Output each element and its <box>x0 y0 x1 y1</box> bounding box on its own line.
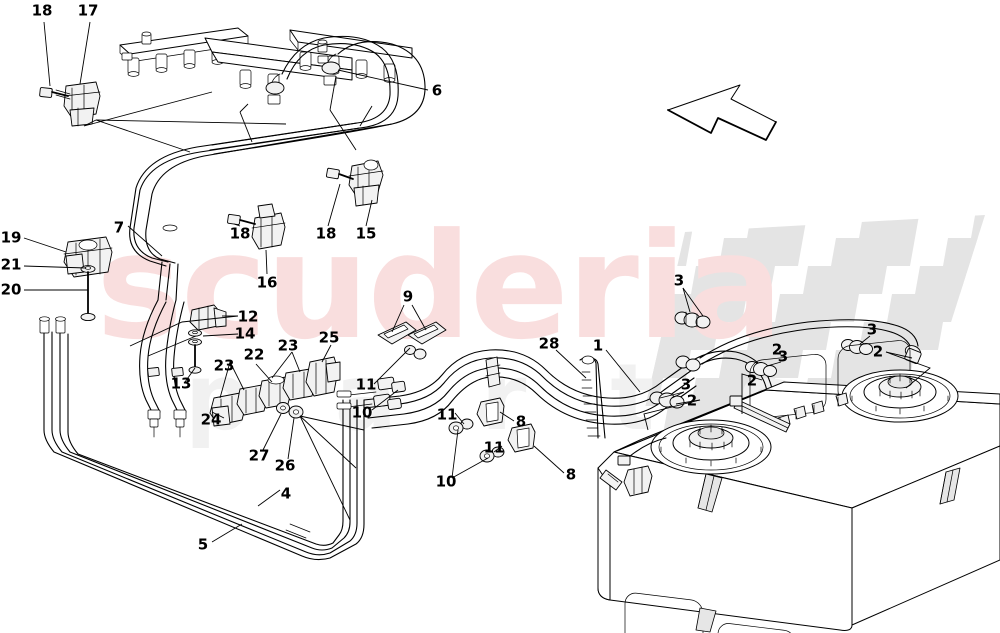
bolt-20 <box>80 271 96 322</box>
callout-number-3: 3 <box>777 347 789 366</box>
fuel-rail-right <box>204 29 413 93</box>
tank-outlet-fitting <box>599 437 667 497</box>
long-fuel-pipes <box>39 316 365 561</box>
bolt-18-center <box>227 213 256 226</box>
callout-number-8: 8 <box>565 465 577 484</box>
callout-number-18: 18 <box>315 224 337 243</box>
quick-connector-3-a <box>674 311 711 329</box>
callout-number-23: 23 <box>277 336 299 355</box>
fuel-tank <box>597 340 1000 633</box>
callout-number-17: 17 <box>77 1 99 20</box>
bolt-18-right <box>326 167 354 180</box>
quick-connector-3-c <box>745 361 777 377</box>
callout-number-3: 3 <box>673 271 685 290</box>
callout-number-13: 13 <box>170 374 192 393</box>
callout-leader-lines <box>23 21 931 543</box>
callout-number-8: 8 <box>515 412 527 431</box>
callout-number-3: 3 <box>680 375 692 394</box>
callout-number-19: 19 <box>0 228 22 247</box>
clamp-assembly-15 <box>326 159 384 207</box>
callout-number-2: 2 <box>746 371 758 390</box>
clamp-assembly-16 <box>227 203 286 250</box>
pipe-bracket-8-lower <box>479 423 536 463</box>
corrugated-hose-28 <box>579 355 606 439</box>
callout-number-23: 23 <box>213 356 235 375</box>
callout-number-1: 1 <box>592 336 604 355</box>
callout-number-10: 10 <box>435 472 457 491</box>
callout-number-22: 22 <box>243 345 265 364</box>
retainer-clip-9-right <box>407 321 447 345</box>
callout-number-11: 11 <box>436 405 458 424</box>
callout-number-18: 18 <box>31 1 53 20</box>
callout-number-14: 14 <box>234 324 256 343</box>
tank-mounting-bar <box>729 395 791 433</box>
engine-fuel-pipes <box>129 122 393 301</box>
line-clamp-mid <box>485 356 501 388</box>
rail-connector-fittings <box>265 53 341 105</box>
nut-26 <box>288 405 304 419</box>
callout-number-28: 28 <box>538 334 560 353</box>
callout-number-11: 11 <box>483 438 505 457</box>
fuel-pump-cover-left <box>650 419 772 475</box>
pipe-clamp-block <box>209 356 341 427</box>
callout-number-12: 12 <box>237 307 259 326</box>
callout-number-27: 27 <box>248 446 270 465</box>
callout-number-16: 16 <box>256 273 278 292</box>
main-fuel-lines <box>336 349 697 429</box>
engine-fuel-hose-loop <box>209 35 426 155</box>
callout-number-20: 20 <box>0 280 22 299</box>
clamp-assembly-19 <box>63 236 113 322</box>
callout-number-18: 18 <box>229 224 251 243</box>
callout-number-6: 6 <box>431 81 443 100</box>
callout-number-2: 2 <box>686 391 698 410</box>
nut-27 <box>276 402 290 414</box>
direction-arrow <box>667 84 777 141</box>
callout-number-10: 10 <box>351 403 373 422</box>
pipe-bracket-8-upper <box>448 397 505 435</box>
callout-number-3: 3 <box>866 320 878 339</box>
callout-number-7: 7 <box>113 218 125 237</box>
callout-number-5: 5 <box>197 535 209 554</box>
callout-number-2: 2 <box>872 342 884 361</box>
fuel-pump-cover-right <box>841 369 959 423</box>
clip-nut-11-top <box>404 345 427 360</box>
callout-number-15: 15 <box>355 224 377 243</box>
callout-number-4: 4 <box>280 484 292 503</box>
callout-number-26: 26 <box>274 456 296 475</box>
callout-number-21: 21 <box>0 255 22 274</box>
callout-number-25: 25 <box>318 328 340 347</box>
callout-number-9: 9 <box>402 287 414 306</box>
callout-number-24: 24 <box>200 410 222 429</box>
flexible-fuel-hoses <box>139 299 187 438</box>
retainer-clip-9-left <box>377 321 417 345</box>
callout-number-2: 2 <box>771 340 783 359</box>
clamp-assembly-17 <box>39 81 101 127</box>
callout-number-11: 11 <box>355 375 377 394</box>
bolt-18-top <box>39 87 71 100</box>
